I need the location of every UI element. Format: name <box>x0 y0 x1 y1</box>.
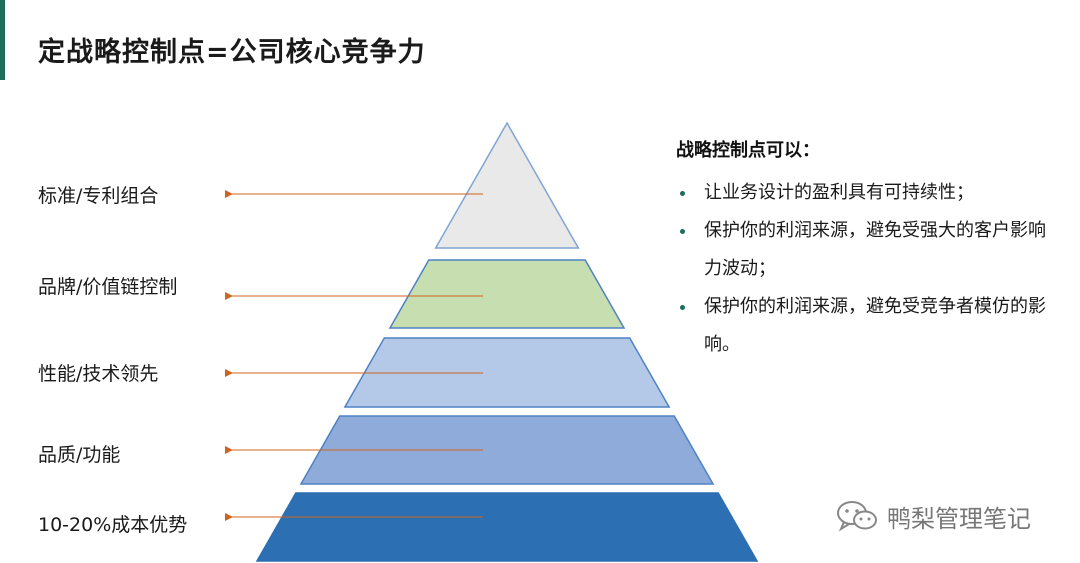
pyramid-level-4 <box>299 415 715 485</box>
level-label-2: 品牌/价值链控制 <box>38 276 178 298</box>
bullet-dot-icon <box>680 191 685 196</box>
pyramid-level-2 <box>388 259 626 329</box>
level-label-1: 标准/专利组合 <box>38 185 159 207</box>
bullet-text: 保护你的利润来源，避免受竞争者模仿的影响。 <box>704 296 1046 355</box>
bullet-dot-icon <box>680 305 685 310</box>
pyramid-level-1 <box>434 121 580 249</box>
wechat-icon <box>837 501 877 532</box>
bullet-item: 保护你的利润来源，避免受强大的客户影响力波动； <box>676 212 1061 288</box>
info-panel: 战略控制点可以： 让业务设计的盈利具有可持续性； 保护你的利润来源，避免受强大的… <box>676 136 1061 364</box>
pyramid-level-5 <box>255 492 759 562</box>
watermark: 鸭梨管理笔记 <box>835 498 1031 534</box>
level-label-5: 10-20%成本优势 <box>38 514 188 536</box>
bullet-text: 让业务设计的盈利具有可持续性； <box>704 182 974 203</box>
page-title: 定战略控制点=公司核心竞争力 <box>38 37 426 68</box>
bullet-item: 让业务设计的盈利具有可持续性； <box>676 174 1061 212</box>
watermark-text: 鸭梨管理笔记 <box>887 504 1031 533</box>
bullet-dot-icon <box>680 229 685 234</box>
level-label-3: 性能/技术领先 <box>38 363 159 385</box>
title-accent-bar <box>0 0 5 80</box>
panel-heading: 战略控制点可以： <box>676 140 820 161</box>
level-label-4: 品质/功能 <box>38 444 121 466</box>
bullet-text: 保护你的利润来源，避免受强大的客户影响力波动； <box>704 220 1046 279</box>
bullet-item: 保护你的利润来源，避免受竞争者模仿的影响。 <box>676 288 1061 364</box>
bullet-list: 让业务设计的盈利具有可持续性； 保护你的利润来源，避免受强大的客户影响力波动； … <box>676 174 1061 364</box>
pyramid-level-3 <box>343 337 671 408</box>
